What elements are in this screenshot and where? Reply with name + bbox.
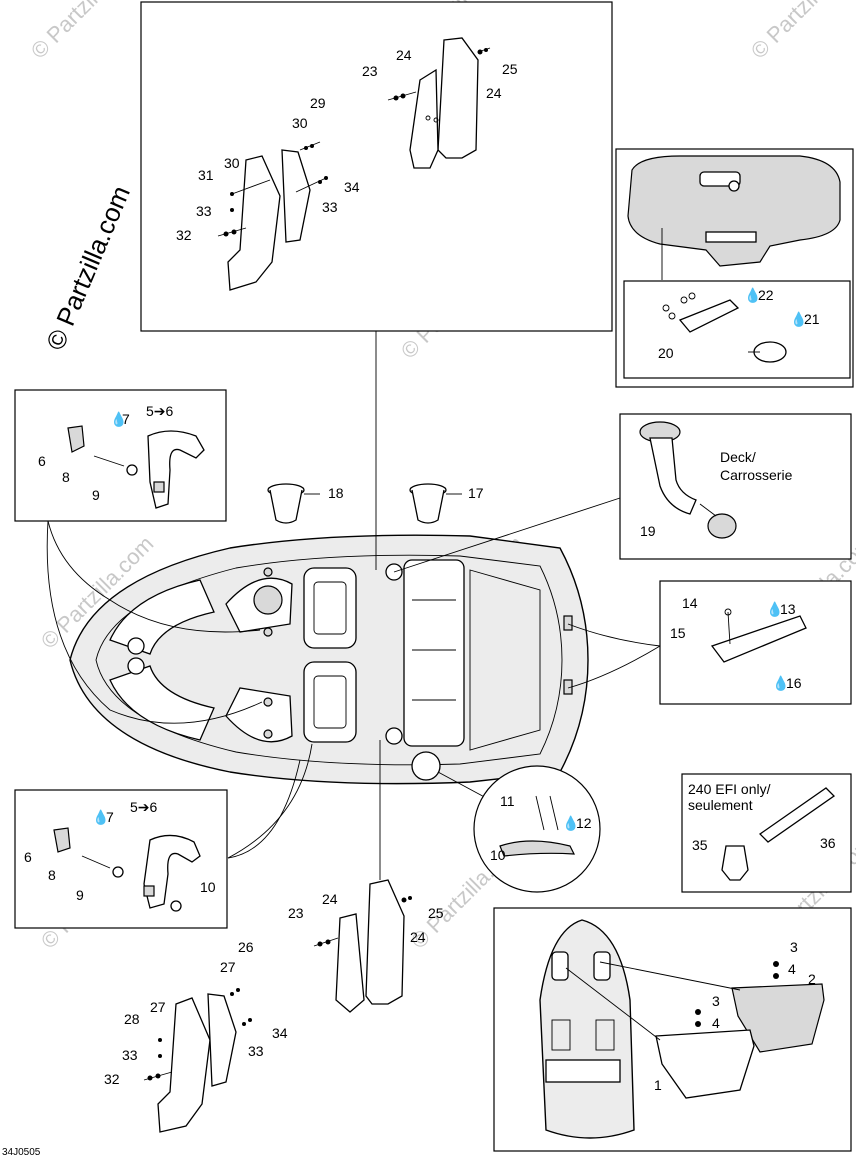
label-23: 23 bbox=[288, 905, 304, 921]
drop-icon: 💧 bbox=[790, 311, 807, 328]
label-14: 14 bbox=[682, 595, 698, 611]
label-33: 33 bbox=[322, 199, 338, 215]
label-21: 21 bbox=[804, 311, 820, 327]
storage-bin-box: 3 4 2 3 4 1 bbox=[493, 907, 852, 1152]
label-15: 15 bbox=[670, 625, 686, 641]
label-25: 25 bbox=[428, 905, 444, 921]
cup-holders: 18 17 bbox=[267, 483, 484, 524]
label-22: 22 bbox=[758, 287, 774, 303]
label-30: 30 bbox=[224, 155, 240, 171]
partzilla-copyright: © Partzilla.com bbox=[40, 181, 136, 354]
deck-note-line2: Carrosserie bbox=[720, 467, 793, 483]
top-panel-box: 23 24 25 24 29 30 30 31 34 33 33 32 bbox=[140, 1, 613, 332]
label-23: 23 bbox=[362, 63, 378, 79]
label-24: 24 bbox=[410, 929, 426, 945]
label-5-to-6: 5➔6 bbox=[146, 403, 174, 419]
label-33: 33 bbox=[248, 1043, 264, 1059]
label-20: 20 bbox=[658, 345, 674, 361]
label-24: 24 bbox=[322, 891, 338, 907]
leader-lines bbox=[46, 331, 661, 880]
label-17: 17 bbox=[468, 485, 484, 501]
label-4: 4 bbox=[712, 1015, 720, 1031]
label-18: 18 bbox=[328, 485, 344, 501]
bracket-box: 14 💧 13 15 💧 16 bbox=[659, 580, 852, 705]
label-10: 10 bbox=[490, 847, 506, 863]
stern-hardware-box: 💧 22 💧 21 20 bbox=[615, 148, 854, 388]
label-24: 24 bbox=[486, 85, 502, 101]
label-35: 35 bbox=[692, 837, 708, 853]
label-8: 8 bbox=[48, 867, 56, 883]
drop-icon: 💧 bbox=[92, 809, 109, 826]
label-5-to-6: 5➔6 bbox=[130, 799, 158, 815]
label-3: 3 bbox=[712, 993, 720, 1009]
figure-code: 34J0505 bbox=[2, 1147, 41, 1158]
label-10: 10 bbox=[200, 879, 216, 895]
label-16: 16 bbox=[786, 675, 802, 691]
label-34: 34 bbox=[272, 1025, 288, 1041]
efi-box: 240 EFI only/ seulement 35 36 bbox=[681, 773, 852, 893]
handle-box-upper: 💧 7 5➔6 6 8 9 bbox=[14, 389, 227, 522]
boat-hull bbox=[69, 534, 589, 785]
label-6: 6 bbox=[24, 849, 32, 865]
deck-note-line1: Deck/ bbox=[720, 449, 756, 465]
label-26: 26 bbox=[238, 939, 254, 955]
label-31: 31 bbox=[198, 167, 214, 183]
drop-icon: 💧 bbox=[766, 601, 783, 618]
label-12: 12 bbox=[576, 815, 592, 831]
label-4: 4 bbox=[788, 961, 796, 977]
label-32: 32 bbox=[104, 1071, 120, 1087]
label-11: 11 bbox=[500, 793, 515, 809]
handle-box-lower: 💧 7 5➔6 6 8 9 10 bbox=[14, 789, 228, 929]
label-33: 33 bbox=[196, 203, 212, 219]
label-30: 30 bbox=[292, 115, 308, 131]
label-9: 9 bbox=[92, 487, 100, 503]
side-panels-lower-right: 23 24 25 24 bbox=[288, 879, 444, 1013]
label-24: 24 bbox=[396, 47, 412, 63]
label-2: 2 bbox=[808, 971, 816, 987]
efi-note-line1: 240 EFI only/ bbox=[688, 781, 771, 797]
label-1: 1 bbox=[654, 1077, 662, 1093]
efi-note-line2: seulement bbox=[688, 797, 753, 813]
label-33: 33 bbox=[122, 1047, 138, 1063]
label-25: 25 bbox=[502, 61, 518, 77]
watermark: © Partzilla.com bbox=[746, 0, 856, 64]
label-29: 29 bbox=[310, 95, 326, 111]
side-panels-lower-left: 26 27 27 28 34 33 33 32 bbox=[104, 939, 288, 1133]
label-13: 13 bbox=[780, 601, 796, 617]
label-32: 32 bbox=[176, 227, 192, 243]
cleat-detail: 11 💧 12 10 bbox=[473, 765, 601, 893]
label-28: 28 bbox=[124, 1011, 140, 1027]
label-36: 36 bbox=[820, 835, 836, 851]
label-7: 7 bbox=[122, 411, 130, 427]
drop-icon: 💧 bbox=[110, 411, 127, 428]
label-9: 9 bbox=[76, 887, 84, 903]
label-19: 19 bbox=[640, 523, 656, 539]
drop-icon: 💧 bbox=[772, 675, 789, 692]
label-7: 7 bbox=[106, 809, 114, 825]
label-8: 8 bbox=[62, 469, 70, 485]
label-3: 3 bbox=[790, 939, 798, 955]
label-27: 27 bbox=[150, 999, 166, 1015]
label-27: 27 bbox=[220, 959, 236, 975]
watermark: © Partzilla.com bbox=[26, 0, 149, 64]
drop-icon: 💧 bbox=[562, 815, 579, 832]
label-34: 34 bbox=[344, 179, 360, 195]
drop-icon: 💧 bbox=[744, 287, 761, 304]
label-6: 6 bbox=[38, 453, 46, 469]
deck-fitting-box: Deck/ Carrosserie 19 bbox=[619, 413, 852, 560]
